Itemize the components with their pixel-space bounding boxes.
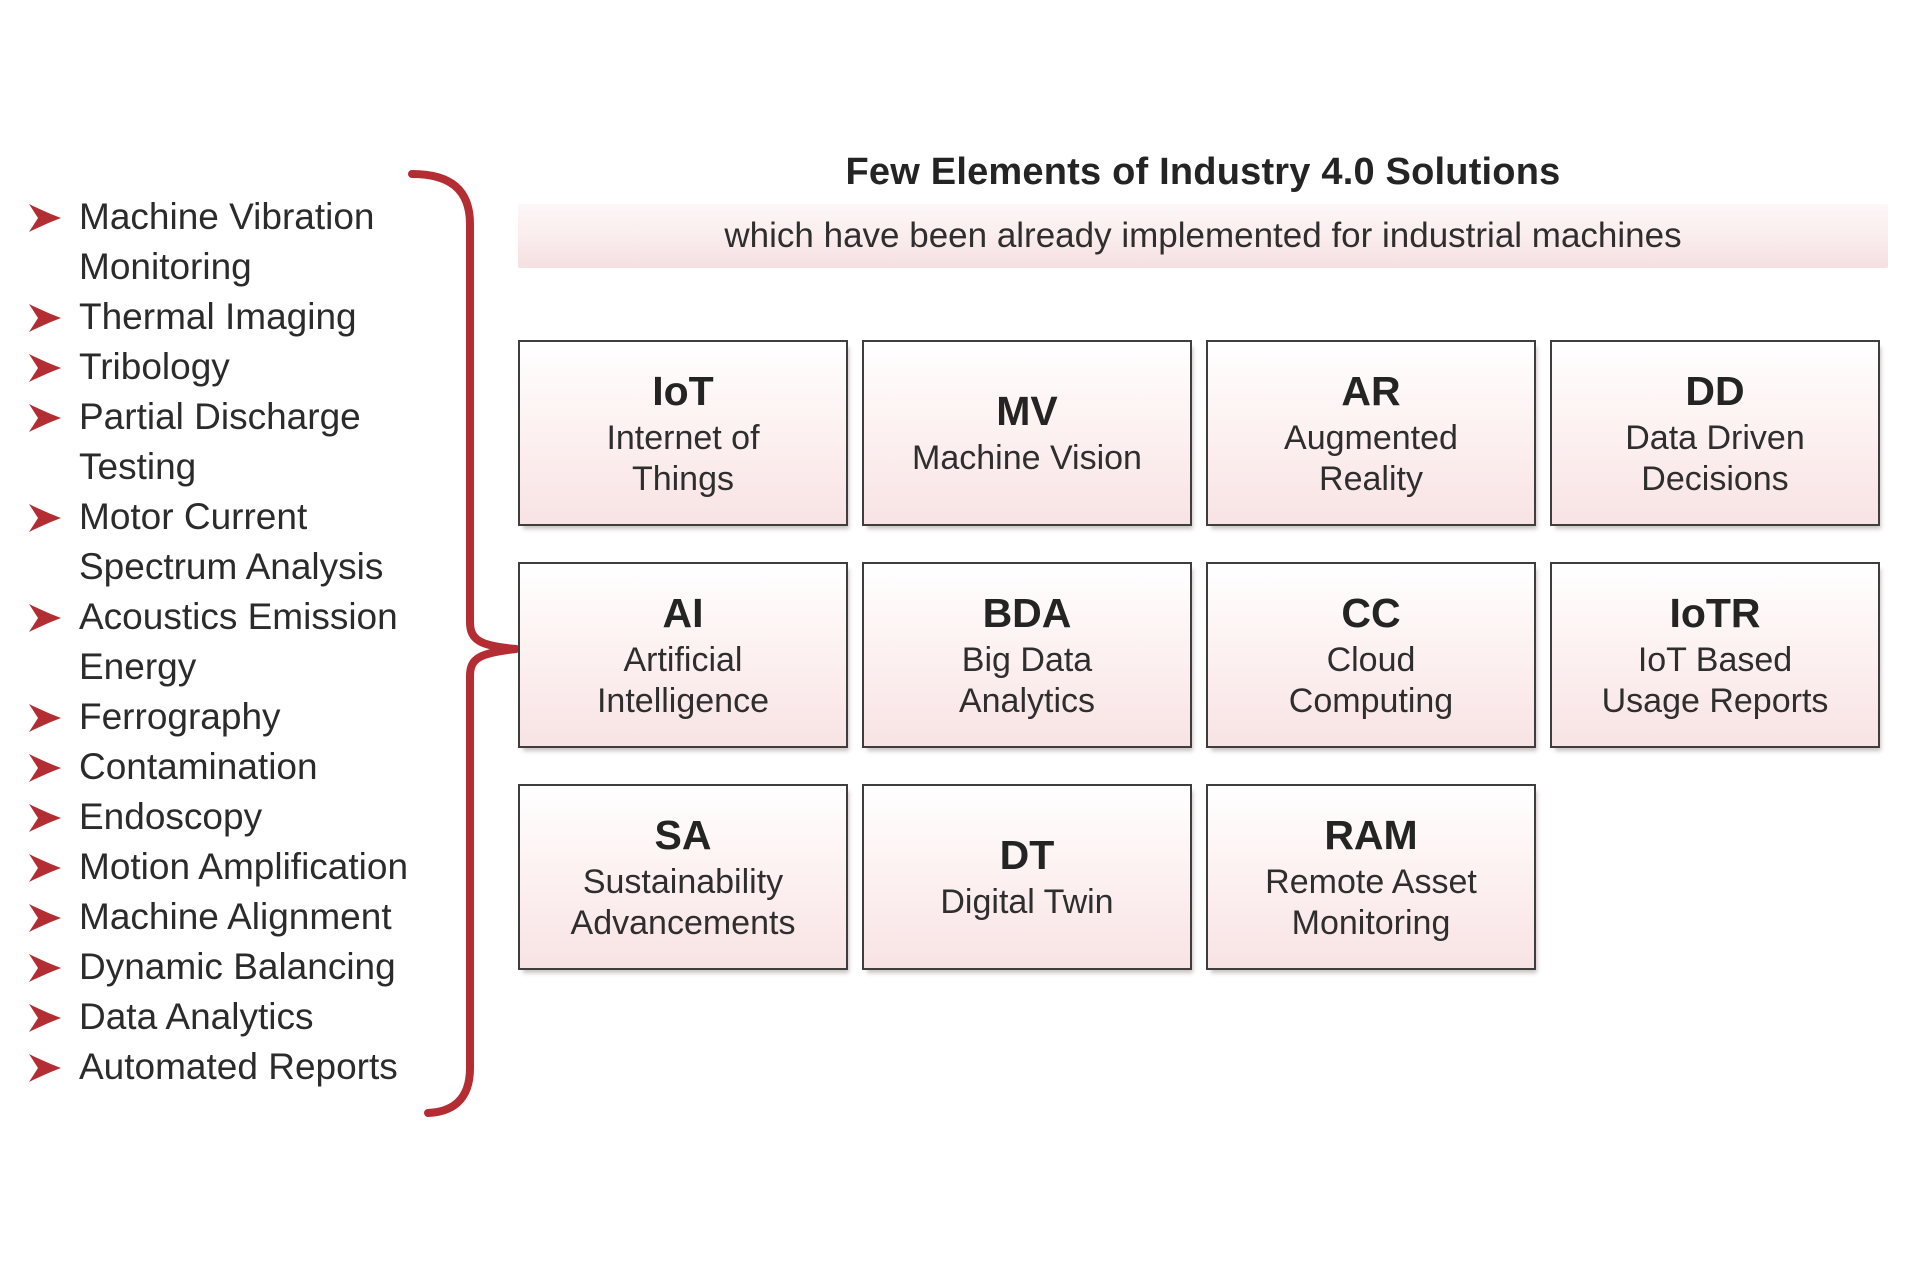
list-item: Contamination <box>28 742 533 792</box>
card-abbr: BDA <box>982 589 1072 636</box>
card-name: Artificial Intelligence <box>596 640 769 720</box>
list-item: Dynamic Balancing <box>28 942 533 992</box>
card-mv: MV Machine Vision <box>862 340 1192 526</box>
arrow-bullet-icon <box>29 804 61 832</box>
card-dt: DT Digital Twin <box>862 784 1192 970</box>
card-name: Cloud Computing <box>1288 640 1454 720</box>
list-item-label: Data Analytics <box>79 996 314 1037</box>
arrow-bullet-icon <box>29 404 61 432</box>
header: Few Elements of Industry 4.0 Solutions w… <box>518 150 1888 268</box>
list-item-label: Partial Discharge Testing <box>79 396 361 487</box>
list-item: Acoustics Emission Energy <box>28 592 533 692</box>
list-item: Machine Alignment <box>28 892 533 942</box>
arrow-bullet-icon <box>29 754 61 782</box>
arrow-bullet-icon <box>29 954 61 982</box>
list-item-label: Ferrography <box>79 696 281 737</box>
list-item-label: Acoustics Emission Energy <box>79 596 398 687</box>
list-item-label: Automated Reports <box>79 1046 398 1087</box>
list-item-label: Contamination <box>79 746 318 787</box>
subtitle-band: which have been already implemented for … <box>518 204 1888 268</box>
card-name: Machine Vision <box>912 439 1142 477</box>
page-title: Few Elements of Industry 4.0 Solutions <box>845 151 1561 193</box>
arrow-bullet-icon <box>29 204 61 232</box>
element-cards-grid: IoT Internet of Things MV Machine Vision… <box>518 340 1880 970</box>
list-item-label: Tribology <box>79 346 230 387</box>
card-name: Data Driven Decisions <box>1625 418 1805 498</box>
arrow-bullet-icon <box>29 304 61 332</box>
card-abbr: DT <box>999 832 1055 878</box>
list-item: Motion Amplification <box>28 842 533 892</box>
list-item: Thermal Imaging <box>28 292 533 342</box>
card-abbr: RAM <box>1324 811 1418 858</box>
page-subtitle: which have been already implemented for … <box>724 216 1682 255</box>
card-name: Big Data Analytics <box>958 640 1096 720</box>
card-iot: IoT Internet of Things <box>518 340 848 526</box>
card-bda: BDA Big Data Analytics <box>862 562 1192 748</box>
card-sa: SA Sustainability Advancements <box>518 784 848 970</box>
card-name: Sustainability Advancements <box>570 862 796 942</box>
list-item-label: Thermal Imaging <box>79 296 357 337</box>
card-ram: RAM Remote Asset Monitoring <box>1206 784 1536 970</box>
list-item-label: Motor Current Spectrum Analysis <box>79 496 384 587</box>
card-iotr: IoTR IoT Based Usage Reports <box>1550 562 1880 748</box>
list-item-label: Machine Alignment <box>79 896 392 937</box>
list-item-label: Machine Vibration Monitoring <box>79 196 375 287</box>
card-abbr: IoT <box>652 367 714 414</box>
list-item: Ferrography <box>28 692 533 742</box>
card-name: Augmented Reality <box>1284 418 1458 498</box>
arrow-bullet-icon <box>29 1054 61 1082</box>
list-item: Data Analytics <box>28 992 533 1042</box>
list-item-label: Endoscopy <box>79 796 263 837</box>
arrow-bullet-icon <box>29 504 61 532</box>
arrow-bullet-icon <box>29 354 61 382</box>
list-item-label: Motion Amplification <box>79 846 409 887</box>
list-item: Motor Current Spectrum Analysis <box>28 492 533 592</box>
list-item: Automated Reports <box>28 1042 533 1092</box>
card-name: IoT Based Usage Reports <box>1601 640 1829 720</box>
arrow-bullet-icon <box>29 704 61 732</box>
card-ar: AR Augmented Reality <box>1206 340 1536 526</box>
card-abbr: SA <box>654 811 712 858</box>
arrow-bullet-icon <box>29 1004 61 1032</box>
list-item-label: Dynamic Balancing <box>79 946 396 987</box>
arrow-bullet-icon <box>29 854 61 882</box>
arrow-bullet-icon <box>29 604 61 632</box>
card-abbr: IoTR <box>1669 589 1761 636</box>
list-item: Endoscopy <box>28 792 533 842</box>
card-abbr: AI <box>662 589 704 636</box>
list-item: Tribology <box>28 342 533 392</box>
card-dd: DD Data Driven Decisions <box>1550 340 1880 526</box>
card-name: Remote Asset Monitoring <box>1265 862 1477 942</box>
list-item: Machine Vibration Monitoring <box>28 192 533 292</box>
card-name: Internet of Things <box>606 418 760 498</box>
technique-list: Machine Vibration Monitoring Thermal Ima… <box>28 192 533 1092</box>
card-abbr: DD <box>1685 367 1745 414</box>
card-abbr: MV <box>996 388 1058 434</box>
card-abbr: CC <box>1341 589 1401 636</box>
arrow-bullet-icon <box>29 904 61 932</box>
card-abbr: AR <box>1341 367 1401 414</box>
card-cc: CC Cloud Computing <box>1206 562 1536 748</box>
list-item: Partial Discharge Testing <box>28 392 533 492</box>
card-name: Digital Twin <box>940 883 1114 921</box>
card-ai: AI Artificial Intelligence <box>518 562 848 748</box>
